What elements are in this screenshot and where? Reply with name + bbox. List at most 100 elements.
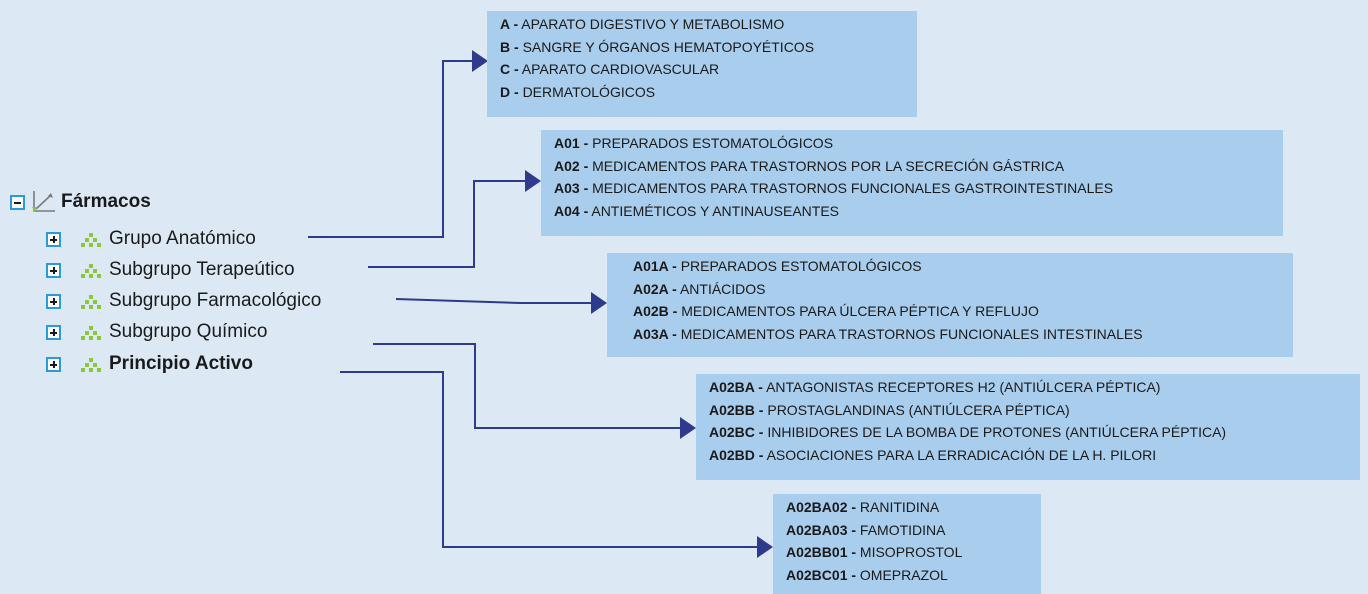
row-text: ASOCIACIONES PARA LA ERRADICACIÓN DE LA … — [766, 446, 1157, 463]
row-text: RANITIDINA — [859, 499, 940, 515]
connector-subgrupo-terapeutico — [368, 180, 525, 268]
connector-grupo-anatomico — [308, 60, 472, 238]
row-code: A - — [500, 16, 519, 32]
box-row: A02 - MEDICAMENTOS PARA TRASTORNOS POR L… — [554, 155, 1283, 178]
row-text: MEDICAMENTOS PARA ÚLCERA PÉPTICA Y REFLU… — [681, 303, 1039, 319]
row-text: DERMATOLÓGICOS — [522, 83, 656, 100]
row-code: A02BA02 - — [786, 499, 857, 515]
box-row: A02B - MEDICAMENTOS PARA ÚLCERA PÉPTICA … — [633, 300, 1293, 323]
box-row: A02BC01 - OMEPRAZOL — [786, 564, 1041, 587]
row-code: A02BB - — [709, 401, 764, 418]
collapse-toggle-icon[interactable] — [10, 194, 25, 210]
arrowhead-icon — [525, 170, 541, 192]
hierarchy-dots-icon — [81, 295, 101, 309]
expand-toggle-icon[interactable] — [46, 262, 61, 278]
row-text: MEDICAMENTOS PARA TRASTORNOS FUNCIONALES… — [592, 180, 1114, 196]
row-text: PROSTAGLANDINAS (ANTIÚLCERA PÉPTICA) — [767, 401, 1070, 418]
box-subgrupo-farmacologico: A01A - PREPARADOS ESTOMATOLÓGICOS A02A -… — [607, 253, 1293, 357]
arrowhead-icon — [757, 536, 773, 558]
row-code: A02BC01 - — [786, 566, 857, 583]
row-text: ANTIÁCIDOS — [679, 280, 766, 297]
row-text: ANTIEMÉTICOS Y ANTINAUSEANTES — [591, 202, 840, 219]
row-text: OMEPRAZOL — [859, 566, 948, 583]
tree-node-label: Subgrupo Farmacológico — [109, 290, 322, 311]
row-text: ANTAGONISTAS RECEPTORES H2 (ANTIÚLCERA P… — [766, 379, 1161, 395]
box-row: A02BB - PROSTAGLANDINAS (ANTIÚLCERA PÉPT… — [709, 399, 1360, 422]
tree-node-principio-activo[interactable]: Principio Activo — [46, 352, 253, 376]
box-row: A02BA03 - FAMOTIDINA — [786, 519, 1041, 542]
hierarchy-dots-icon — [81, 358, 101, 372]
box-row: A04 - ANTIEMÉTICOS Y ANTINAUSEANTES — [554, 200, 1283, 223]
row-code: A02B - — [633, 303, 678, 319]
box-row: A02BA - ANTAGONISTAS RECEPTORES H2 (ANTI… — [709, 376, 1360, 399]
row-code: A02 - — [554, 157, 589, 174]
box-row: A03A - MEDICAMENTOS PARA TRASTORNOS FUNC… — [633, 323, 1293, 346]
tree-root: Fármacos — [10, 188, 151, 216]
row-code: A04 - — [554, 202, 589, 219]
tree-node-subgrupo-quimico[interactable]: Subgrupo Químico — [46, 320, 267, 344]
connector-principio-activo — [340, 371, 757, 548]
expand-toggle-icon[interactable] — [46, 293, 61, 309]
box-row: A01 - PREPARADOS ESTOMATOLÓGICOS — [554, 132, 1283, 155]
row-code: B - — [500, 38, 519, 55]
chart-axes-icon — [32, 191, 55, 212]
expand-toggle-icon[interactable] — [46, 324, 61, 340]
hierarchy-dots-icon — [81, 233, 101, 247]
tree-node-label: Grupo Anatómico — [109, 228, 256, 249]
tree-node-grupo-anatomico[interactable]: Grupo Anatómico — [46, 227, 256, 251]
row-code: C - — [500, 61, 519, 77]
row-text: PREPARADOS ESTOMATOLÓGICOS — [680, 258, 922, 274]
row-code: A02BC - — [709, 424, 764, 440]
box-subgrupo-quimico: A02BA - ANTAGONISTAS RECEPTORES H2 (ANTI… — [696, 374, 1360, 480]
row-text: APARATO DIGESTIVO Y METABOLISMO — [521, 16, 785, 32]
box-grupo-anatomico: A - APARATO DIGESTIVO Y METABOLISMO B - … — [487, 11, 917, 117]
arrowhead-icon — [591, 292, 607, 314]
row-code: A02BB01 - — [786, 544, 857, 560]
row-text: PREPARADOS ESTOMATOLÓGICOS — [592, 135, 834, 151]
hierarchy-dots-icon — [81, 264, 101, 278]
arrowhead-icon — [680, 417, 696, 439]
box-row: D - DERMATOLÓGICOS — [500, 81, 917, 104]
box-row: A - APARATO DIGESTIVO Y METABOLISMO — [500, 13, 917, 36]
row-text: MEDICAMENTOS PARA TRASTORNOS FUNCIONALES… — [680, 325, 1143, 342]
row-text: APARATO CARDIOVASCULAR — [521, 61, 720, 77]
row-code: A03 - — [554, 180, 589, 196]
root-label: Fármacos — [61, 191, 151, 212]
row-code: A02BD - — [709, 446, 764, 463]
row-text: FAMOTIDINA — [859, 521, 946, 538]
arrowhead-icon — [472, 50, 488, 72]
row-code: A02BA - — [709, 379, 763, 395]
row-code: A03A - — [633, 325, 677, 342]
box-subgrupo-terapeutico: A01 - PREPARADOS ESTOMATOLÓGICOS A02 - M… — [541, 130, 1283, 236]
expand-toggle-icon[interactable] — [46, 231, 61, 247]
connector-subgrupo-quimico — [373, 343, 680, 429]
row-code: D - — [500, 83, 519, 100]
hierarchy-dots-icon — [81, 326, 101, 340]
box-row: A02BD - ASOCIACIONES PARA LA ERRADICACIÓ… — [709, 444, 1360, 467]
box-row: C - APARATO CARDIOVASCULAR — [500, 58, 917, 81]
tree-node-subgrupo-terapeutico[interactable]: Subgrupo Terapeútico — [46, 258, 295, 282]
row-code: A02A - — [633, 280, 677, 297]
box-row: A01A - PREPARADOS ESTOMATOLÓGICOS — [633, 255, 1293, 278]
box-row: A02BC - INHIBIDORES DE LA BOMBA DE PROTO… — [709, 421, 1360, 444]
box-principio-activo: A02BA02 - RANITIDINA A02BA03 - FAMOTIDIN… — [773, 494, 1041, 594]
box-row: A02BA02 - RANITIDINA — [786, 496, 1041, 519]
connector-subgrupo-farmacologico — [395, 298, 591, 304]
row-code: A01 - — [554, 135, 589, 151]
row-text: INHIBIDORES DE LA BOMBA DE PROTONES (ANT… — [767, 424, 1227, 440]
expand-toggle-icon[interactable] — [46, 356, 61, 372]
row-text: MISOPROSTOL — [859, 544, 963, 560]
tree-node-label: Subgrupo Terapeútico — [109, 259, 295, 280]
row-text: SANGRE Y ÓRGANOS HEMATOPOYÉTICOS — [522, 38, 815, 55]
box-row: A02BB01 - MISOPROSTOL — [786, 541, 1041, 564]
box-row: A02A - ANTIÁCIDOS — [633, 278, 1293, 301]
row-code: A01A - — [633, 258, 677, 274]
tree-node-label: Principio Activo — [109, 353, 253, 374]
row-code: A02BA03 - — [786, 521, 857, 538]
box-row: A03 - MEDICAMENTOS PARA TRASTORNOS FUNCI… — [554, 177, 1283, 200]
tree-node-subgrupo-farmacologico[interactable]: Subgrupo Farmacológico — [46, 289, 321, 313]
box-row: B - SANGRE Y ÓRGANOS HEMATOPOYÉTICOS — [500, 36, 917, 59]
tree-node-label: Subgrupo Químico — [109, 321, 268, 342]
row-text: MEDICAMENTOS PARA TRASTORNOS POR LA SECR… — [592, 157, 1065, 174]
